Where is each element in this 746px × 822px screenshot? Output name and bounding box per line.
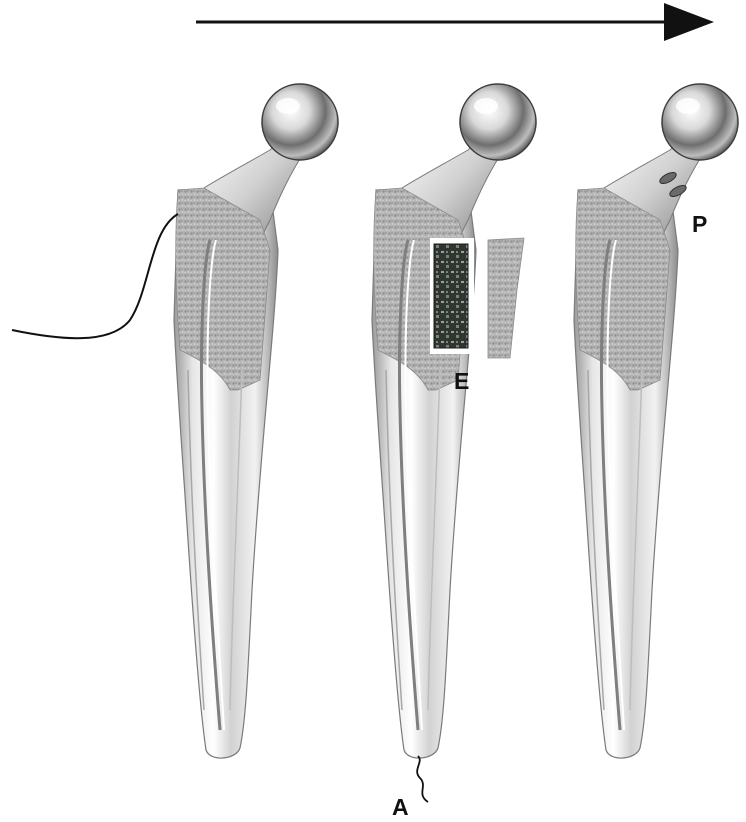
direction-arrow bbox=[196, 3, 714, 41]
label-antenna: A bbox=[392, 794, 409, 820]
implant-embedded-electronics bbox=[372, 84, 536, 758]
arrow-right-icon bbox=[664, 3, 714, 41]
lead-wire bbox=[12, 214, 178, 338]
label-electronics: E bbox=[454, 368, 469, 394]
implant-wireless-port bbox=[574, 84, 738, 758]
implant-wired bbox=[174, 84, 338, 758]
antenna-wire bbox=[417, 756, 428, 802]
label-port: P bbox=[692, 211, 707, 237]
electronics-module bbox=[430, 236, 528, 362]
